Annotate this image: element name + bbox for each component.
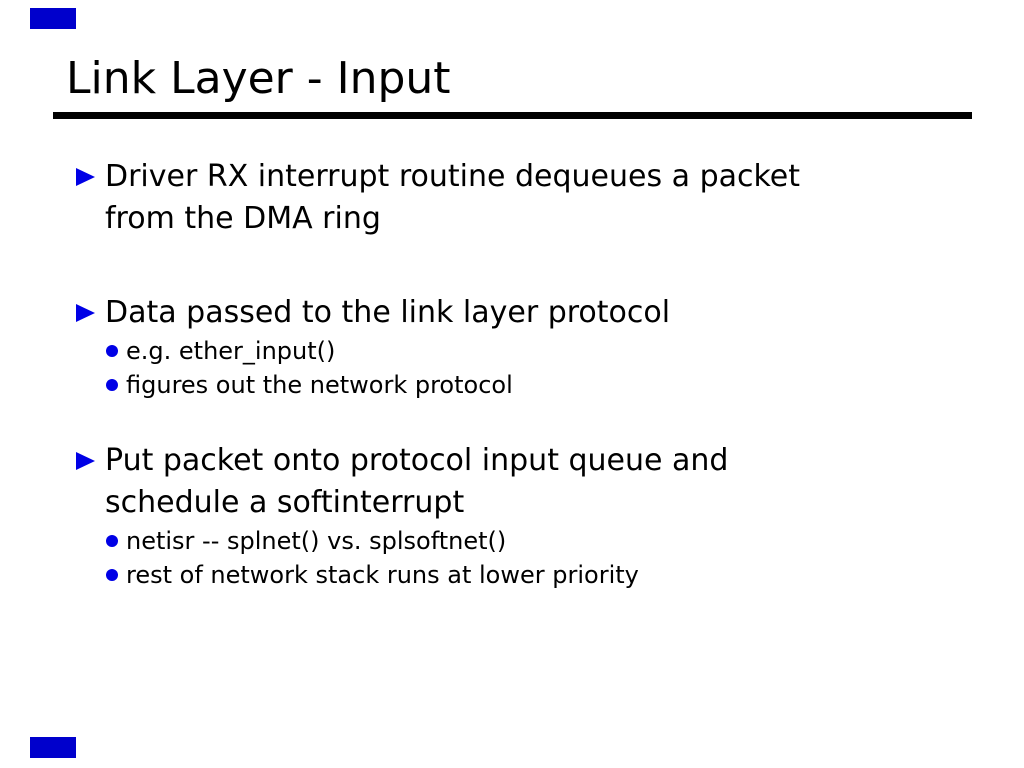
bullet-marker [106,524,126,547]
bullet-item: Put packet onto protocol input queue and… [76,440,976,524]
bullet-line: figures out the network protocol [126,371,513,399]
title-underline [53,112,972,119]
dot-icon [106,535,118,547]
bullet-line: netisr -- splnet() vs. splsoftnet() [126,527,507,555]
triangle-right-icon [76,452,95,470]
sub-bullet-item: e.g. ether_input() [76,334,976,368]
bullet-text: Data passed to the link layer protocol [105,292,670,334]
bullet-item: Data passed to the link layer protocol [76,292,976,334]
sub-bullet-text: netisr -- splnet() vs. splsoftnet() [126,524,506,558]
bullet-marker [106,368,126,391]
bullet-marker [76,156,105,186]
bullet-marker [76,292,105,322]
bullet-line: Driver RX interrupt routine dequeues a p… [105,159,801,194]
bullet-line: Data passed to the link layer protocol [105,295,671,330]
corner-mark-bottom-left-icon [30,737,76,758]
bullet-marker [106,558,126,581]
sub-bullet-item: netisr -- splnet() vs. splsoftnet() [76,524,976,558]
sub-bullet-item: rest of network stack runs at lower prio… [76,558,976,592]
slide-content: Driver RX interrupt routine dequeues a p… [76,156,976,592]
bullet-line: e.g. ether_input() [126,337,336,365]
sub-bullet-text: rest of network stack runs at lower prio… [126,558,639,592]
corner-mark-top-left-icon [30,8,76,29]
bullet-marker [106,334,126,357]
bullet-line: Put packet onto protocol input queue and [105,443,729,478]
slide-title: Link Layer - Input [66,53,451,104]
dot-icon [106,345,118,357]
sub-bullet-item: figures out the network protocol [76,368,976,402]
bullet-item: Driver RX interrupt routine dequeues a p… [76,156,976,240]
dot-icon [106,569,118,581]
bullet-marker [76,440,105,470]
triangle-right-icon [76,168,95,186]
bullet-text: Driver RX interrupt routine dequeues a p… [105,156,800,240]
bullet-line: schedule a softinterrupt [105,485,465,520]
sub-bullet-text: e.g. ether_input() [126,334,335,368]
bullet-text: Put packet onto protocol input queue and… [105,440,728,524]
bullet-line: from the DMA ring [105,201,381,236]
sub-bullet-text: figures out the network protocol [126,368,513,402]
triangle-right-icon [76,304,95,322]
dot-icon [106,379,118,391]
bullet-line: rest of network stack runs at lower prio… [126,561,639,589]
